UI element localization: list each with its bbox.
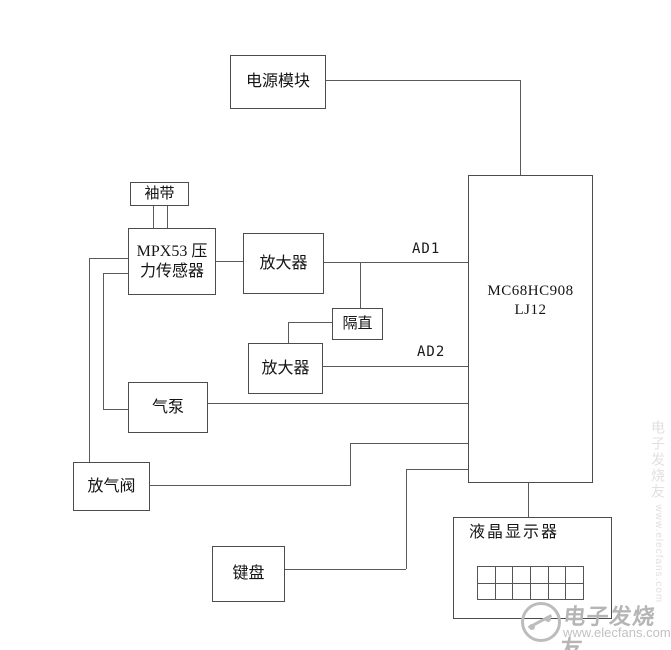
connector-valve-mcu-h [350, 443, 468, 444]
signal-label-ad2: AD2 [417, 344, 446, 360]
block-keyboard: 键盘 [212, 546, 285, 602]
connector-power-h [326, 80, 520, 81]
connector-sensor-valve-v [89, 258, 90, 462]
block-cuff: 袖带 [130, 182, 189, 206]
signal-label-ad1: AD1 [412, 241, 441, 257]
connector-cuff-tube-left [153, 206, 154, 228]
block-mcu: MC68HC908 LJ12 [468, 175, 593, 483]
elecfans-logo-icon [521, 602, 561, 642]
watermark-vertical-brand: 电子发烧友 [650, 420, 666, 500]
block-dc-block: 隔直 [332, 308, 383, 340]
connector-valve-out-h [150, 485, 350, 486]
connector-keyboard-out-h [285, 569, 406, 570]
connector-sensor-left-b-h [103, 273, 128, 274]
mcu-label-line2: LJ12 [514, 301, 547, 318]
cuff-label: 袖带 [144, 185, 175, 202]
block-deflation-valve: 放气阀 [73, 462, 150, 511]
connector-amp1-mcu-ad1 [324, 262, 468, 263]
power-module-label: 电源模块 [245, 73, 310, 90]
pressure-sensor-label-line1: MPX53 压 [136, 242, 208, 260]
pressure-sensor-label-line2: 力传感器 [139, 262, 204, 280]
amplifier-1-label: 放大器 [259, 254, 308, 272]
connector-amp2-mcu-ad2 [323, 366, 468, 367]
mcu-label-line1: MC68HC908 [487, 283, 574, 299]
block-lcd-display: 液晶显示器 [453, 517, 612, 619]
block-pressure-sensor: MPX53 压 力传感器 [128, 228, 216, 295]
watermark-url: www.elecfans.com [563, 625, 671, 640]
connector-valve-v [350, 443, 351, 486]
deflation-valve-label: 放气阀 [87, 477, 136, 495]
amplifier-2-label: 放大器 [261, 359, 310, 377]
connector-keyboard-v [406, 469, 407, 569]
block-amplifier-2: 放大器 [248, 343, 323, 394]
connector-sensor-pump-v [103, 273, 104, 409]
block-air-pump: 气泵 [128, 382, 208, 433]
watermark-vertical: 电子发烧友 www.elecfans.com [648, 420, 668, 603]
connector-pump-mcu [208, 403, 468, 404]
connector-sensor-left-a-h [89, 258, 128, 259]
connector-pump-stub [103, 409, 128, 410]
dc-block-label: 隔直 [342, 315, 373, 332]
lcd-display-label: 液晶显示器 [469, 524, 560, 541]
keyboard-label: 键盘 [232, 565, 265, 582]
connector-cuff-tube-right [167, 206, 168, 228]
watermark-vertical-url: www.elecfans.com [653, 504, 664, 604]
connector-sensor-amp1 [216, 261, 243, 262]
lcd-segment-grid [477, 566, 584, 600]
block-amplifier-1: 放大器 [243, 233, 324, 294]
connector-power-v [520, 80, 521, 175]
connector-keyboard-mcu-h [406, 469, 468, 470]
connector-mcu-lcd [528, 483, 529, 517]
air-pump-label: 气泵 [151, 398, 184, 416]
connector-branch-dcblock [360, 262, 361, 308]
connector-dcblock-amp2-v [288, 322, 289, 343]
block-power-module: 电源模块 [230, 55, 326, 109]
connector-dcblock-out-h [288, 322, 332, 323]
